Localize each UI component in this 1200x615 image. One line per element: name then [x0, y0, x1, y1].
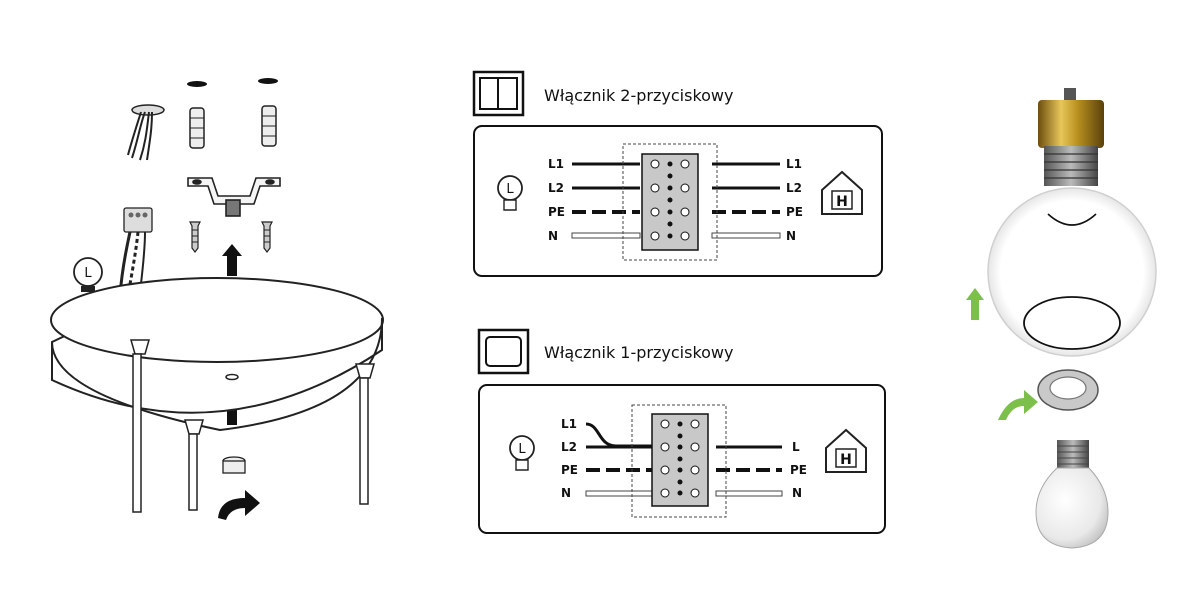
house-icon-label: H [840, 452, 852, 468]
lamp-icon: L [73, 257, 103, 292]
screw [189, 221, 201, 253]
lamp-icon-label: L [518, 442, 526, 457]
up-arrow-icon [966, 288, 984, 320]
junction-box-outline [631, 404, 727, 518]
ceiling-cable [127, 111, 153, 161]
terminal-block [651, 413, 709, 507]
curved-arrow-icon [218, 490, 260, 520]
wire-label-pe: PE [561, 463, 578, 477]
wire-label-l1: L1 [786, 157, 802, 171]
lamp-socket [1038, 88, 1104, 186]
panel-one-button: Włącznik 1-przyciskowy L H L1 L2 PE N L … [477, 328, 886, 534]
house-icon: H [825, 428, 867, 473]
locking-ring [1037, 369, 1099, 411]
wire-label-l1: L1 [548, 157, 564, 171]
terminal-block [641, 153, 699, 251]
wires [571, 162, 781, 239]
wire-label-l2: L2 [561, 440, 577, 454]
wire-labels-left: L1 L2 PE N [548, 157, 565, 243]
curved-arrow-icon [998, 390, 1038, 420]
wall-plug [189, 107, 205, 149]
canopy-plate [50, 277, 384, 432]
up-arrow-icon [222, 244, 242, 276]
lamp-icon-label: L [84, 266, 92, 281]
wire-labels-left: L1 L2 PE N [561, 417, 578, 500]
lamp-icon-label: L [506, 182, 514, 197]
lamp-icon: L [497, 175, 523, 211]
double-switch-icon [472, 70, 525, 117]
screw [261, 221, 273, 253]
mounting-bracket [187, 177, 281, 217]
panel-two-button: Włącznik 2-przyciskowy L H L1 L2 PE N L1… [472, 70, 883, 277]
wire-label-pe: PE [786, 205, 803, 219]
wire-label-l2: L2 [548, 181, 564, 195]
wire-label-n: N [786, 229, 796, 243]
wire-label-n: N [561, 486, 571, 500]
wire-label-pe: PE [790, 463, 807, 477]
glass-globe [987, 187, 1157, 357]
light-bulb [1035, 440, 1109, 549]
house-icon-label: H [836, 194, 848, 210]
panel-title: Włącznik 2-przyciskowy [544, 86, 733, 105]
junction-box-outline [622, 143, 718, 261]
ceiling-hole [258, 78, 278, 84]
wire-label-l2: L2 [786, 181, 802, 195]
wires [585, 422, 783, 497]
wire-label-l: L [792, 440, 800, 454]
suspension-rods [130, 339, 375, 513]
panel-title: Włącznik 1-przyciskowy [544, 343, 733, 362]
wire-label-n: N [548, 229, 558, 243]
wire-label-l1: L1 [561, 417, 577, 431]
wire-label-pe: PE [548, 205, 565, 219]
bulb-assembly [966, 88, 1157, 549]
lamp-icon: L [509, 435, 535, 471]
wire-labels-right: L1 L2 PE N [786, 157, 803, 243]
ceiling-assembly: L [50, 78, 384, 520]
single-switch-icon [477, 328, 530, 375]
wall-plug [261, 105, 277, 147]
house-icon: H [821, 170, 863, 215]
wire-labels-right: L PE N [790, 440, 807, 500]
wire-label-n: N [792, 486, 802, 500]
ceiling-hole [187, 81, 207, 87]
decorative-cap [222, 456, 246, 474]
